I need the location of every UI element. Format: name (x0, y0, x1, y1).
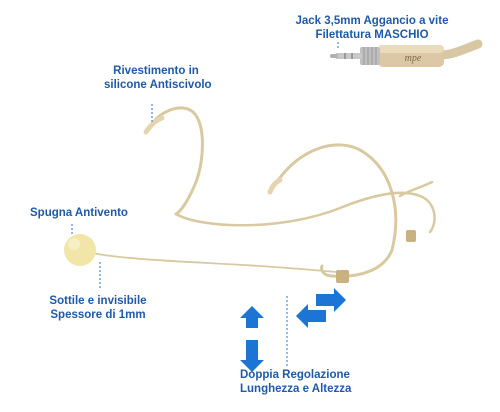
arrow-up-icon (240, 306, 264, 328)
jack-brand-logo: mpe (405, 53, 422, 64)
label-thin-line1: Sottile e invisibile (49, 295, 147, 307)
label-coating-line1: Rivestimento in (113, 65, 199, 77)
label-adjust: Doppia Regolazione Lunghezza e Altezza (240, 368, 351, 396)
label-thin-line2: Spessore di 1mm (50, 309, 146, 321)
arrow-left-icon (296, 304, 326, 328)
foam-windscreen-image (64, 234, 96, 266)
arrow-down-icon (240, 340, 264, 372)
headset-wire (87, 106, 436, 278)
label-thin: Sottile e invisibile Spessore di 1mm (36, 294, 160, 322)
jack-connector-image (330, 39, 483, 67)
label-coating: Rivestimento in silicone Antiscivolo (104, 64, 212, 92)
slider-clip-lower (336, 270, 349, 283)
label-jack-line1: Jack 3,5mm Aggancio a vite (295, 15, 449, 27)
label-windscreen-line1: Spugna Antivento (30, 207, 128, 219)
label-adjust-line1: Doppia Regolazione (240, 369, 350, 381)
adjust-arrows (240, 288, 346, 372)
arrow-right-icon (316, 288, 346, 312)
label-jack: Jack 3,5mm Aggancio a vite Filettatura M… (292, 14, 452, 42)
slider-clip-upper (406, 230, 416, 242)
leader-lines (71, 40, 339, 366)
label-jack-line2: Filettatura MASCHIO (315, 29, 429, 41)
label-adjust-line2: Lunghezza e Altezza (240, 383, 352, 395)
label-coating-line2: silicone Antiscivolo (104, 79, 212, 91)
label-windscreen: Spugna Antivento (30, 206, 128, 220)
